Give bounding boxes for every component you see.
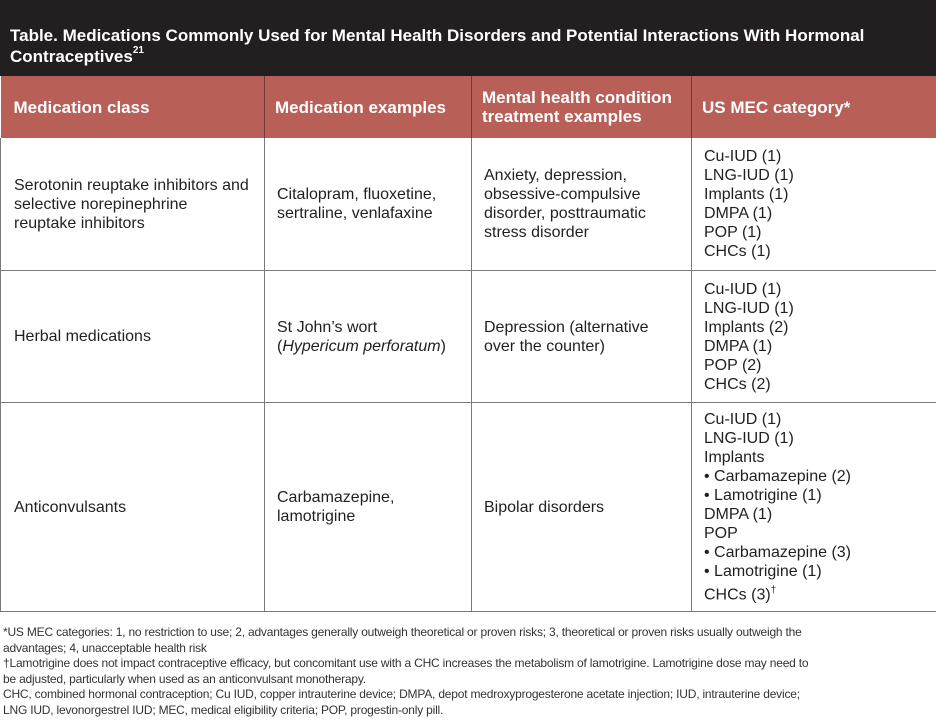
cell-examples: Carbamazepine, lamotrigine <box>264 402 472 612</box>
examples-text: St John’s wort ( <box>277 318 378 355</box>
header-mec-category: US MEC category* <box>691 76 936 138</box>
medications-table: Medication class Medication examples Men… <box>0 76 936 612</box>
mec-item: POP (1) <box>704 224 762 241</box>
mec-item: Cu-IUD (1) <box>704 148 782 165</box>
cell-class: Anticonvulsants <box>0 402 265 612</box>
header-medication-class: Medication class <box>0 76 265 138</box>
cell-conditions: Anxiety, depression, obsessive-compulsiv… <box>471 138 692 271</box>
footnote-line: be adjusted, particularly when used as a… <box>3 671 366 686</box>
cell-class: Herbal medications <box>0 270 265 403</box>
title-text: Table. Medications Commonly Used for Men… <box>10 26 865 66</box>
mec-item: LNG-IUD (1) <box>704 167 794 184</box>
cell-conditions: Depression (alternative over the counter… <box>471 270 692 403</box>
mec-item: • Lamotrigine (1) <box>704 562 822 580</box>
mec-item: Cu-IUD (1) <box>704 280 782 298</box>
footnote-line: †Lamotrigine does not impact contracepti… <box>3 656 809 670</box>
cell-mec: Cu-IUD (1) LNG-IUD (1) Implants (1) DMPA… <box>691 138 936 271</box>
mec-item: Implants (2) <box>704 318 789 336</box>
header-medication-examples: Medication examples <box>264 76 472 138</box>
mec-item: DMPA (1) <box>704 337 773 355</box>
header-row: Medication class Medication examples Men… <box>0 76 936 138</box>
title-reference: 21 <box>132 45 144 56</box>
cell-mec: Cu-IUD (1) LNG-IUD (1) Implants (2) DMPA… <box>691 270 936 403</box>
header-conditions: Mental health condition treatment exampl… <box>471 76 692 138</box>
table-row: Serotonin reuptake inhibitors and select… <box>0 138 936 271</box>
mec-item: POP (2) <box>704 356 762 374</box>
mec-item: DMPA (1) <box>704 205 773 222</box>
table-title: Table. Medications Commonly Used for Men… <box>0 0 936 76</box>
footnote-line: *US MEC categories: 1, no restriction to… <box>3 625 802 639</box>
mec-item: • Carbamazepine (3) <box>704 543 851 561</box>
footnote-mark: † <box>770 584 777 596</box>
mec-item: • Carbamazepine (2) <box>704 467 851 485</box>
examples-latin-name: Hypericum perforatum <box>282 337 441 355</box>
examples-text: ) <box>440 337 446 355</box>
mec-item: CHCs (1) <box>704 243 771 260</box>
mec-item: Implants (1) <box>704 186 789 203</box>
cell-examples: Citalopram, fluoxetine, sertraline, venl… <box>264 138 472 271</box>
mec-item: LNG-IUD (1) <box>704 299 794 317</box>
cell-mec: Cu-IUD (1) LNG-IUD (1) Implants • Carbam… <box>691 402 936 612</box>
mec-item: DMPA (1) <box>704 505 773 523</box>
table-row: Anticonvulsants Carbamazepine, lamotrigi… <box>0 402 936 612</box>
footnote-line: LNG IUD, levonorgestrel IUD; MEC, medica… <box>3 702 444 717</box>
footnotes: *US MEC categories: 1, no restriction to… <box>3 625 936 718</box>
cell-conditions: Bipolar disorders <box>471 402 692 612</box>
mec-item: LNG-IUD (1) <box>704 429 794 447</box>
mec-item: • Lamotrigine (1) <box>704 486 822 504</box>
mec-item: POP <box>704 524 738 542</box>
footnote-line: advantages; 4, unacceptable health risk <box>3 640 207 655</box>
cell-class: Serotonin reuptake inhibitors and select… <box>0 138 265 271</box>
table-row: Herbal medications St John’s wort (Hyper… <box>0 270 936 403</box>
mec-item-text: CHCs (3) <box>704 586 771 604</box>
mec-item: Implants <box>704 448 765 466</box>
mec-item: CHCs (2) <box>704 375 771 393</box>
cell-examples: St John’s wort (Hypericum perforatum) <box>264 270 472 403</box>
footnote-line: CHC, combined hormonal contraception; Cu… <box>3 687 800 701</box>
mec-item: Cu-IUD (1) <box>704 410 782 428</box>
mec-item: CHCs (3)† <box>704 581 936 604</box>
